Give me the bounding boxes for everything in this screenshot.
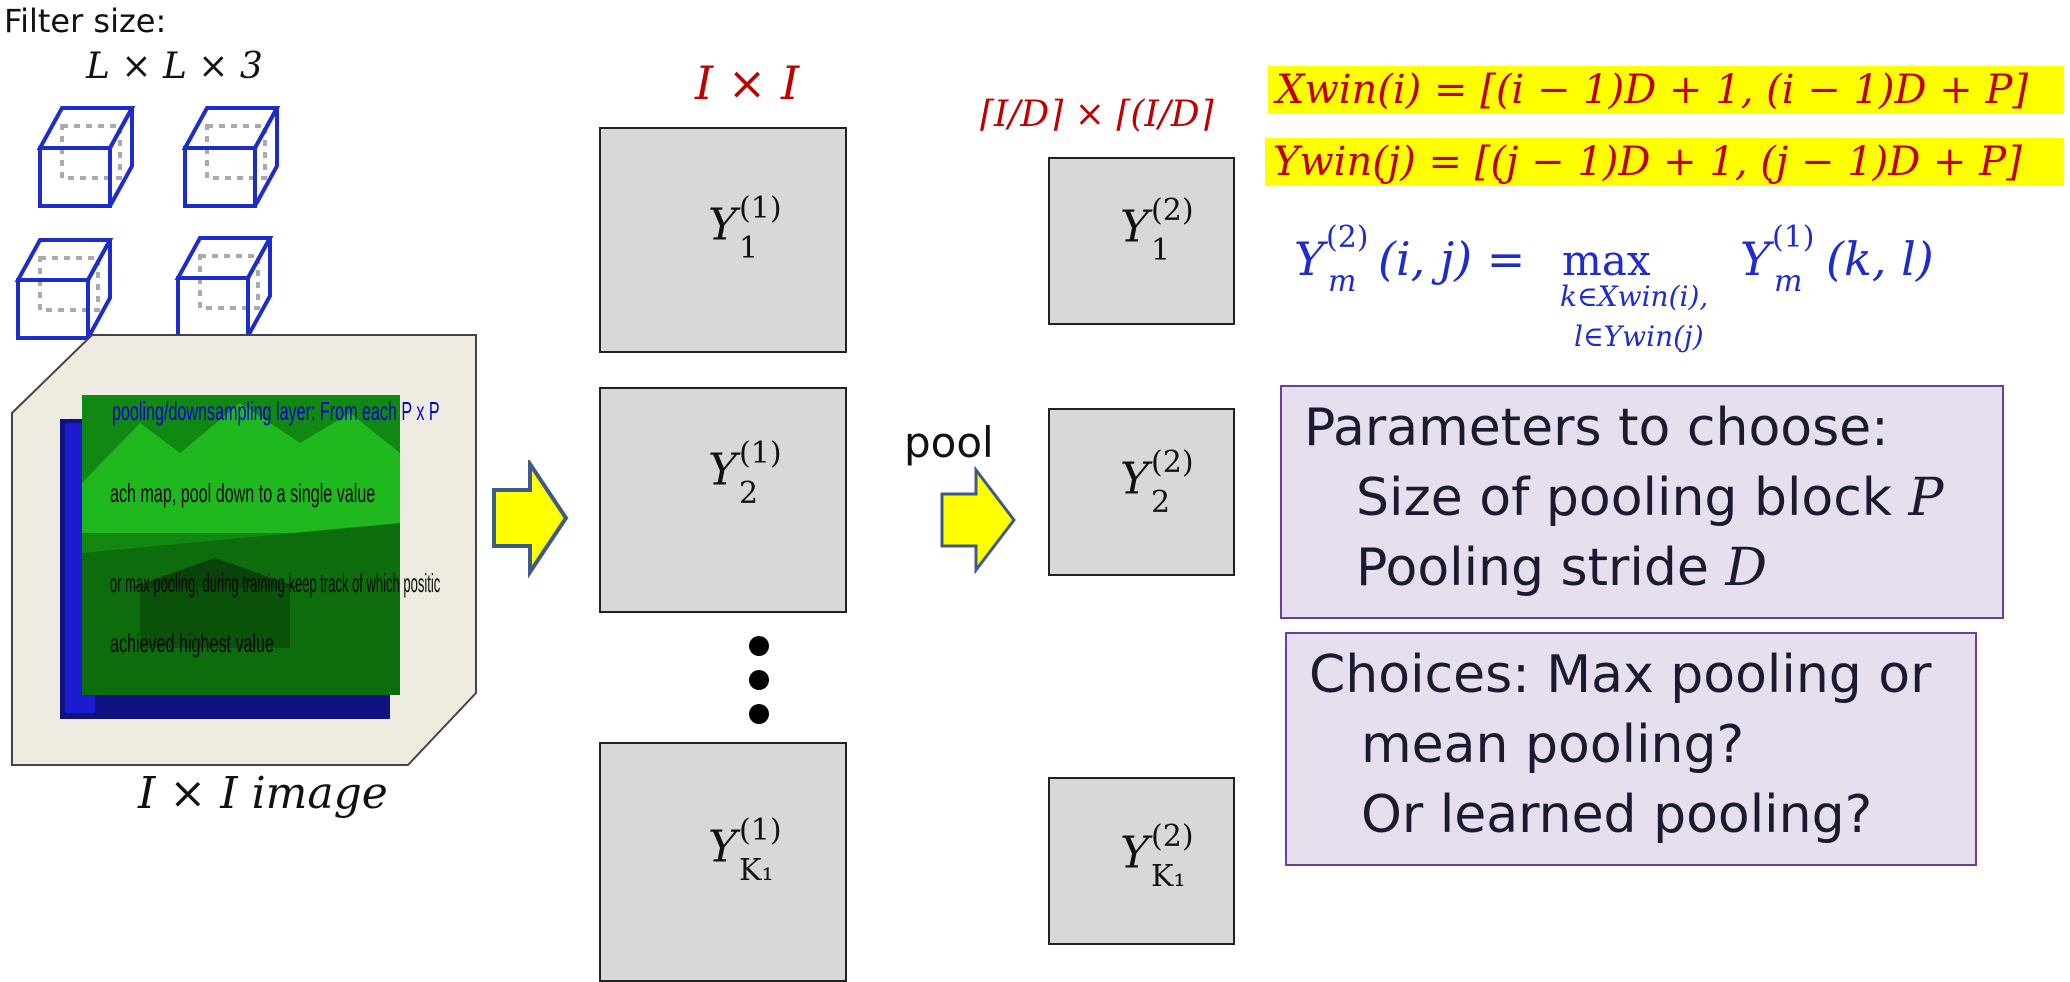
filter-cubes bbox=[14, 106, 281, 340]
formula-under-1: k∈Xwin(i), bbox=[1560, 280, 1709, 313]
overlay-line: achieved highest value bbox=[110, 628, 275, 658]
map-symbol: Y bbox=[708, 199, 738, 251]
parameter-var: D bbox=[1725, 538, 1768, 598]
formula-lhs-sup: (2) bbox=[1326, 220, 1369, 255]
parameter-var: P bbox=[1908, 468, 1944, 528]
formula-under-2: l∈Ywin(j) bbox=[1574, 320, 1704, 353]
choices-line: mean pooling? bbox=[1361, 715, 1745, 775]
max-pool-formula: Y (2) m (i, j) = max k∈Xwin(i), l∈Ywin(j… bbox=[1294, 214, 2014, 364]
formula-args: (i, j) = bbox=[1378, 232, 1526, 286]
formula-rhs-sup: (1) bbox=[1772, 220, 1815, 255]
pooled-map-label: Y(2) 2 bbox=[1120, 448, 1194, 518]
formula-lhs-sub: m bbox=[1328, 264, 1357, 299]
feature-map-box bbox=[599, 742, 847, 982]
formula-rhs-sub: m bbox=[1774, 264, 1803, 299]
input-image-slab bbox=[11, 334, 477, 766]
formula-lhs: Y bbox=[1294, 232, 1325, 286]
pooled-map-box bbox=[1048, 777, 1235, 945]
parameter-item: Pooling stride D bbox=[1304, 533, 1980, 603]
pooled-map-box bbox=[1048, 157, 1235, 325]
map-symbol: Y bbox=[1120, 453, 1150, 505]
map-subscript: 2 bbox=[739, 476, 759, 511]
map-subscript: 1 bbox=[739, 231, 759, 266]
parameter-item: Size of pooling block P bbox=[1304, 463, 1980, 533]
overlay-line: pooling/downsampling layer: From each P … bbox=[112, 396, 440, 426]
map-symbol: Y bbox=[708, 821, 738, 873]
map-symbol: Y bbox=[1120, 201, 1150, 253]
map-superscript: (1) bbox=[739, 436, 782, 471]
image-overlay-text: pooling/downsampling layer: From each P … bbox=[110, 390, 440, 710]
map-symbol: Y bbox=[708, 444, 738, 496]
ywin-formula: Ywin(j) = [(j − 1)D + 1, (j − 1)D + P] bbox=[1265, 138, 2064, 186]
feature-map-box bbox=[599, 387, 847, 613]
pool-label: pool bbox=[904, 418, 994, 467]
filter-cube-icon bbox=[14, 106, 281, 340]
map-subscript: 1 bbox=[1151, 233, 1171, 268]
choices-panel: Choices: Max pooling or mean pooling? Or… bbox=[1285, 632, 1977, 866]
map-subscript: 2 bbox=[1151, 485, 1171, 520]
map-superscript: (2) bbox=[1151, 445, 1194, 480]
pooled-map-label: Y(2) K₁ bbox=[1120, 822, 1194, 892]
parameters-panel: Parameters to choose: Size of pooling bl… bbox=[1280, 385, 2004, 619]
vertical-ellipsis-icon bbox=[749, 636, 769, 724]
right-arrow-icon bbox=[492, 460, 569, 579]
map-superscript: (2) bbox=[1151, 193, 1194, 228]
map-superscript: (1) bbox=[739, 813, 782, 848]
overlay-line: or max pooling, during training keep tra… bbox=[110, 568, 440, 598]
overlay-line: ach map, pool down to a single value bbox=[110, 478, 376, 508]
pooled-size-label: ⌈I/D⌉ × ⌈(I/D⌉ bbox=[980, 94, 1214, 135]
parameter-text: Pooling stride bbox=[1356, 538, 1709, 598]
feature-map-label: Y(1) 2 bbox=[708, 439, 782, 509]
parameter-text: Size of pooling block bbox=[1356, 468, 1892, 528]
formula-rhs-args: (k, l) bbox=[1826, 232, 1934, 286]
map-superscript: (1) bbox=[739, 191, 782, 226]
feature-map-box bbox=[599, 127, 847, 353]
parameters-title: Parameters to choose: bbox=[1304, 398, 1889, 458]
pooled-map-box bbox=[1048, 408, 1235, 576]
filter-size-label: Filter size: bbox=[4, 2, 167, 40]
pooled-map-label: Y(2) 1 bbox=[1120, 196, 1194, 266]
image-caption: I × I image bbox=[138, 768, 388, 819]
map-subscript: K₁ bbox=[739, 853, 774, 888]
xwin-formula: Xwin(i) = [(i − 1)D + 1, (i − 1)D + P] bbox=[1268, 66, 2064, 114]
layer1-size-label: I × I bbox=[695, 56, 800, 110]
pool-arrow-icon bbox=[940, 466, 1016, 575]
filter-dims: L × L × 3 bbox=[86, 46, 263, 87]
map-symbol: Y bbox=[1120, 827, 1150, 879]
choices-line: Or learned pooling? bbox=[1361, 785, 1873, 845]
map-superscript: (2) bbox=[1151, 819, 1194, 854]
feature-map-label: Y(1) 1 bbox=[708, 194, 782, 264]
choices-line: Choices: Max pooling or bbox=[1309, 645, 1932, 705]
map-subscript: K₁ bbox=[1151, 859, 1186, 894]
formula-max: max bbox=[1562, 236, 1651, 285]
feature-map-label: Y(1) K₁ bbox=[708, 816, 782, 886]
formula-rhs: Y bbox=[1740, 232, 1771, 286]
